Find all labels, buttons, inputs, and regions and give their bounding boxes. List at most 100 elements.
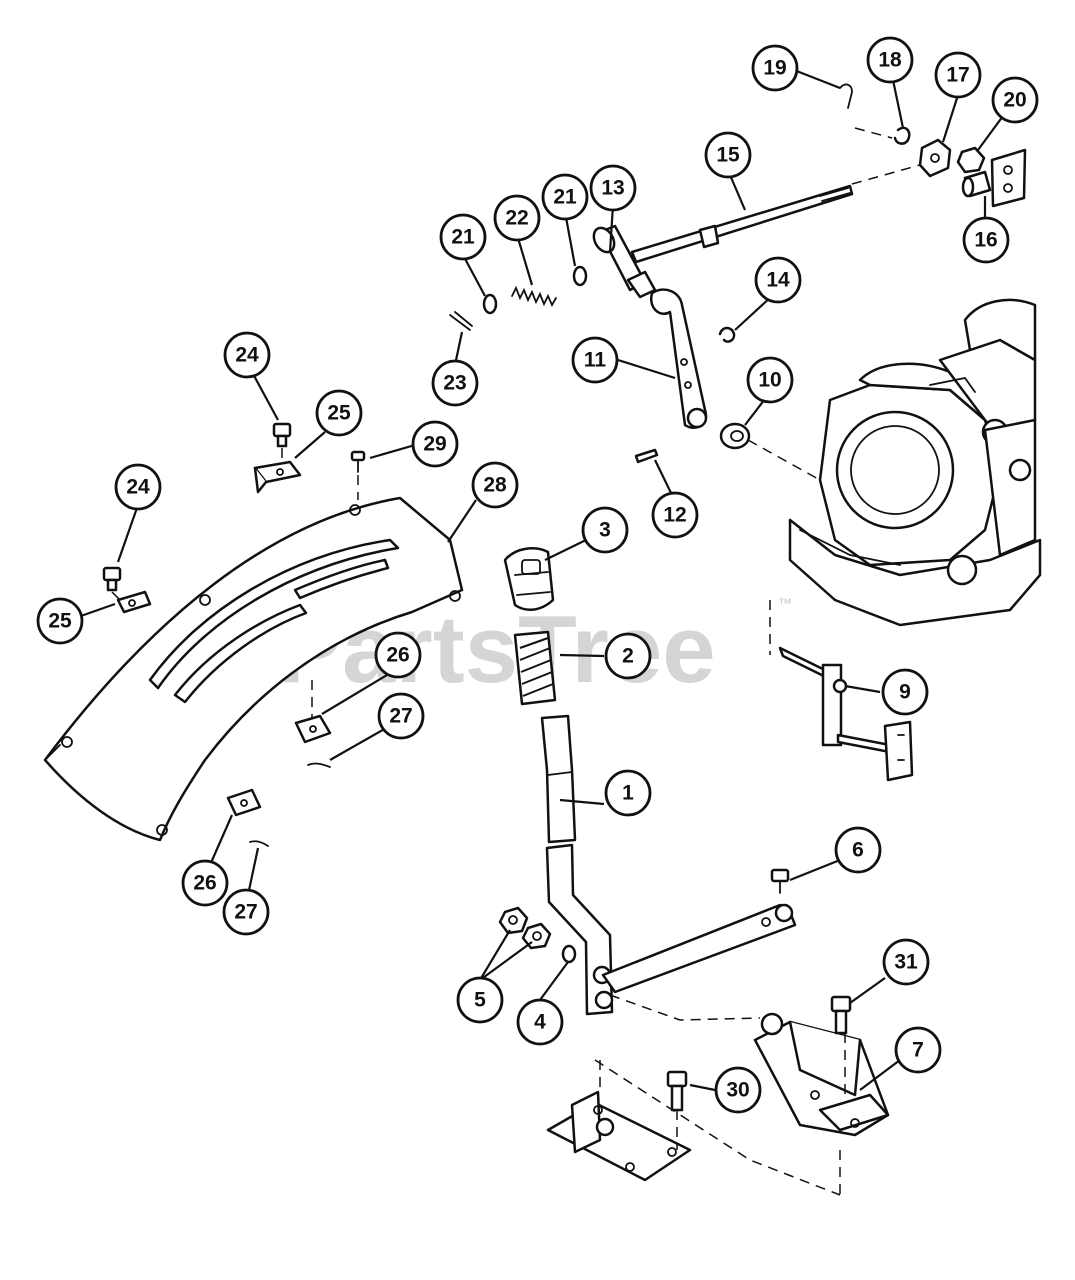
washer-21-right — [572, 265, 588, 287]
bolt-24-lower — [102, 566, 122, 592]
callout-30: 30 — [714, 1066, 762, 1114]
callout-31: 31 — [882, 938, 930, 986]
callout-21-left-label: 21 — [451, 226, 475, 249]
callout-9: 9 — [881, 668, 929, 716]
callout-24-lower: 24 — [114, 463, 162, 511]
callout-15-label: 15 — [716, 144, 740, 167]
callout-22: 22 — [493, 194, 541, 242]
callout-6: 6 — [834, 826, 882, 874]
pin-12 — [634, 448, 659, 464]
callout-26-left: 26 — [181, 859, 229, 907]
shift-bracket-9 — [778, 646, 914, 782]
yoke-13 — [592, 224, 657, 299]
callout-24-upper: 24 — [223, 331, 271, 379]
screw-29 — [350, 450, 366, 473]
callout-25-upper-label: 25 — [327, 402, 351, 425]
callout-29: 29 — [411, 420, 459, 468]
callout-29-label: 29 — [423, 433, 446, 456]
washer-4 — [561, 944, 577, 964]
arm-11 — [649, 288, 708, 429]
base-plate — [546, 1090, 692, 1182]
callout-23: 23 — [431, 359, 479, 407]
callout-15: 15 — [704, 131, 752, 179]
pin-27-right — [307, 762, 331, 768]
callout-25-lower-label: 25 — [48, 610, 72, 633]
callout-12: 12 — [651, 491, 699, 539]
callout-30-label: 30 — [726, 1079, 749, 1102]
callout-21-right-label: 21 — [553, 186, 577, 209]
lever-1-seam — [547, 771, 573, 776]
callout-26-right: 26 — [374, 631, 422, 679]
linkage-rod-end — [774, 903, 794, 923]
stud-16 — [961, 170, 992, 198]
transmission-housing — [788, 298, 1042, 627]
rod-15 — [630, 184, 854, 264]
plate-16 — [990, 148, 1027, 208]
bolt-30 — [666, 1070, 688, 1112]
callout-14-label: 14 — [766, 269, 790, 292]
callout-1-label: 1 — [622, 782, 634, 805]
callout-5: 5 — [456, 976, 504, 1024]
nut-20 — [956, 146, 986, 174]
lever-1 — [540, 714, 577, 844]
fender-panel — [43, 496, 464, 842]
nuts-5 — [498, 906, 552, 950]
callout-31-label: 31 — [894, 951, 918, 974]
bushing-10 — [719, 422, 751, 450]
nut-26-left — [226, 788, 262, 817]
callout-24-upper-label: 24 — [235, 344, 259, 367]
callout-17-label: 17 — [946, 64, 969, 87]
callout-16-label: 16 — [974, 229, 997, 252]
callout-13-label: 13 — [601, 177, 624, 200]
spring-22 — [511, 285, 557, 307]
clip-18 — [893, 126, 911, 145]
callout-7-label: 7 — [912, 1039, 924, 1062]
callout-27-left-label: 27 — [234, 901, 257, 924]
callout-25-lower: 25 — [36, 597, 84, 645]
arm-11-hole-a — [680, 358, 688, 366]
assembly-guide-lines — [111, 127, 921, 1196]
callout-27-right-label: 27 — [389, 705, 412, 728]
callout-23-label: 23 — [443, 372, 466, 395]
callout-26-right-label: 26 — [386, 644, 409, 667]
cotter-pin-23 — [449, 311, 473, 331]
callout-27-left: 27 — [222, 888, 270, 936]
lever-arm-pivot-lower — [594, 990, 614, 1010]
callout-26-left-label: 26 — [193, 872, 216, 895]
clip-25-lower — [116, 590, 152, 614]
callout-2: 2 — [604, 632, 652, 680]
arm-11-pivot — [686, 407, 708, 429]
callout-4: 4 — [516, 998, 564, 1046]
callout-6-label: 6 — [852, 839, 864, 862]
lever-grip-2 — [513, 630, 557, 706]
washer-21-left — [482, 293, 498, 315]
watermark-trademark: ™ — [778, 595, 792, 611]
callout-20-label: 20 — [1003, 89, 1026, 112]
callout-21-right: 21 — [541, 173, 589, 221]
callout-19-label: 19 — [763, 57, 786, 80]
callout-25-upper: 25 — [315, 389, 363, 437]
callout-21-left: 21 — [439, 213, 487, 261]
lever-knob-3 — [503, 547, 555, 611]
callout-5-label: 5 — [474, 989, 486, 1012]
callout-20: 20 — [991, 76, 1039, 124]
clip-14 — [718, 326, 736, 343]
linkage-rod-hole — [761, 917, 771, 927]
bracket-7 — [753, 1012, 890, 1137]
callout-3: 3 — [581, 506, 629, 554]
nut-26-right — [294, 714, 332, 744]
callout-27-right: 27 — [377, 692, 425, 740]
arm-11-hole-b — [684, 381, 692, 389]
callout-11: 11 — [571, 336, 619, 384]
cotter-pin-19 — [839, 83, 853, 109]
callout-13: 13 — [589, 164, 637, 212]
callout-22-label: 22 — [505, 207, 528, 230]
callout-28-label: 28 — [483, 474, 507, 497]
pin-27-left — [249, 840, 269, 847]
linkage-rod — [601, 903, 797, 994]
callout-10-label: 10 — [758, 369, 781, 392]
callout-18: 18 — [866, 36, 914, 84]
callout-2-label: 2 — [622, 645, 634, 668]
callout-7: 7 — [894, 1026, 942, 1074]
